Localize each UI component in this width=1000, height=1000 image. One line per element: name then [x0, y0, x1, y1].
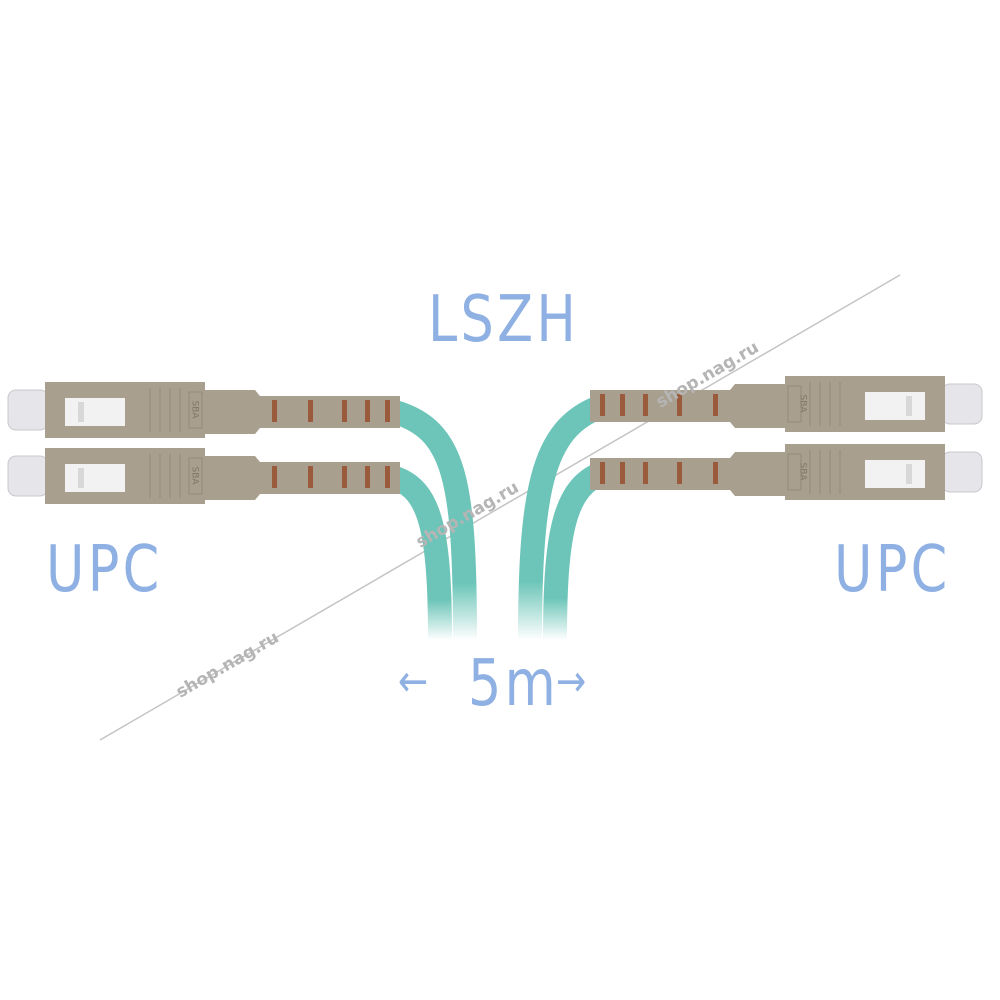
cable: [390, 466, 452, 641]
cable: [391, 400, 477, 641]
watermark: [99, 274, 901, 741]
connector-marking: SBA: [189, 400, 200, 419]
cable: [543, 460, 610, 641]
cable: [518, 393, 610, 641]
material-label: LSZH: [428, 283, 580, 357]
right-polish-label: UPC: [834, 533, 951, 607]
connector-marking: SBA: [797, 462, 808, 481]
connector-marking: SBA: [797, 394, 808, 413]
sc-connector: [7, 447, 401, 505]
length-arrow-right: →: [556, 656, 590, 707]
sc-connector: [7, 381, 401, 439]
length-label: 5m: [468, 647, 560, 721]
length-arrow-left: ←: [398, 656, 432, 707]
connector-marking: SBA: [189, 466, 200, 485]
sc-connector: [589, 443, 983, 501]
sc-connector: [589, 375, 983, 433]
left-polish-label: UPC: [46, 533, 163, 607]
